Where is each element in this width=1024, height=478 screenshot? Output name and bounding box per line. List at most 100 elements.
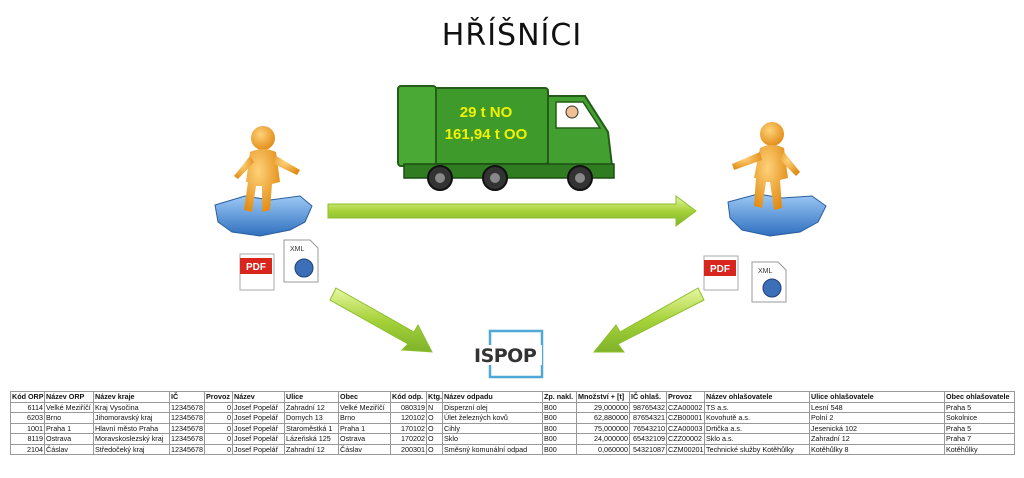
table-cell: Josef Popelář xyxy=(232,422,285,434)
table-cell: Technické služby Kotěhůlky xyxy=(704,443,810,455)
table-cell: B00 xyxy=(542,412,577,424)
table-cell: B00 xyxy=(542,443,577,455)
right-xml-icon: XML xyxy=(751,261,787,303)
table-cell: TS a.s. xyxy=(704,401,810,413)
table-cell: Polní 2 xyxy=(809,412,945,424)
table-cell: Josef Popelář xyxy=(232,433,285,445)
table-cell: B00 xyxy=(542,401,577,413)
table-cell: B00 xyxy=(542,422,577,434)
table-cell: Praha 5 xyxy=(944,422,1015,434)
table-cell: 0,060000 xyxy=(576,443,630,455)
table-cell: 120102 xyxy=(390,412,427,424)
table-cell: 1001 xyxy=(10,422,45,434)
table-cell: 0 xyxy=(204,433,233,445)
table-cell: Zahradní 12 xyxy=(809,433,945,445)
table-cell: Kovohutě a.s. xyxy=(704,412,810,424)
table-cell: Ostrava xyxy=(338,433,391,445)
table-cell: Zahradní 12 xyxy=(284,401,339,413)
table-cell: 8119 xyxy=(10,433,45,445)
diagram-scene: 29 t NO 161,94 t OO PDF XML PDF XML xyxy=(214,85,827,379)
table-cell: Zahradní 12 xyxy=(284,443,339,455)
table-cell: Velké Meziříčí xyxy=(338,401,391,413)
table-cell: Praha 1 xyxy=(44,422,94,434)
table-cell: Kotěhůlky xyxy=(944,443,1015,455)
table-cell: 54321087 xyxy=(629,443,667,455)
table-header-cell: Kód ORP xyxy=(10,391,45,403)
table-cell: Lázeňská 125 xyxy=(284,433,339,445)
truck-text-line2: 161,94 t OO xyxy=(445,126,528,143)
table-cell: Sklo xyxy=(442,433,543,445)
table-cell: Velké Meziříčí xyxy=(44,401,94,413)
table-header-cell: Provoz xyxy=(204,391,233,403)
table-cell: 0 xyxy=(204,422,233,434)
ispop-label: ISPOP xyxy=(474,345,537,367)
table-cell: 2104 xyxy=(10,443,45,455)
table-header-cell: Obec xyxy=(338,391,391,403)
table-cell: 0 xyxy=(204,443,233,455)
right-pdf-icon: PDF xyxy=(703,255,739,291)
table-cell: Praha 5 xyxy=(944,401,1015,413)
left-person-icon xyxy=(214,126,313,237)
table-header-cell: Kód odp. xyxy=(390,391,427,403)
table-cell: 98765432 xyxy=(629,401,667,413)
xml-label: XML xyxy=(758,268,773,275)
table-cell: 62,880000 xyxy=(576,412,630,424)
table-cell: 080319 xyxy=(390,401,427,413)
table-cell: Praha 7 xyxy=(944,433,1015,445)
table-cell: 29,000000 xyxy=(576,401,630,413)
table-cell: 170102 xyxy=(390,422,427,434)
table-cell: Kraj Vysočina xyxy=(93,401,170,413)
pdf-label: PDF xyxy=(246,262,266,273)
table-cell: B00 xyxy=(542,433,577,445)
table-cell: Jihomoravský kraj xyxy=(93,412,170,424)
table-cell: Drtička a.s. xyxy=(704,422,810,434)
table-cell: Praha 1 xyxy=(338,422,391,434)
table-header-cell: Ulice xyxy=(284,391,339,403)
table-header-cell: Obec ohlašovatele xyxy=(944,391,1015,403)
table-cell: 12345678 xyxy=(169,443,205,455)
table-cell: Ostrava xyxy=(44,433,94,445)
arrow-down-left-icon xyxy=(592,287,705,353)
table-cell: Josef Popelář xyxy=(232,401,285,413)
table-header-cell: Název ORP xyxy=(44,391,94,403)
truck-text-line1: 29 t NO xyxy=(460,104,513,121)
table-cell: CZA00002 xyxy=(666,401,705,413)
table-cell: 6203 xyxy=(10,412,45,424)
table-cell: Hlavní město Praha xyxy=(93,422,170,434)
garbage-truck-icon: 29 t NO 161,94 t OO xyxy=(397,85,615,191)
pdf-label: PDF xyxy=(710,264,730,275)
table-cell: Josef Popelář xyxy=(232,412,285,424)
table-cell: Sklo a.s. xyxy=(704,433,810,445)
left-pdf-icon: PDF xyxy=(239,253,275,291)
table-cell: O xyxy=(426,443,443,455)
table-header-cell: Název ohlašovatele xyxy=(704,391,810,403)
table-cell: 6114 xyxy=(10,401,45,413)
arrow-right-icon xyxy=(327,195,697,227)
table-cell: Brno xyxy=(44,412,94,424)
table-cell: Kotěhůlky 8 xyxy=(809,443,945,455)
table-cell: Dornych 13 xyxy=(284,412,339,424)
table-header-cell: Množství + [t] xyxy=(576,391,630,403)
table-cell: 65432109 xyxy=(629,433,667,445)
ispop-logo: ISPOP xyxy=(472,329,544,379)
table-header-cell: Název xyxy=(232,391,285,403)
page-title: HŘÍŠNÍCI xyxy=(441,18,583,53)
table-cell: CZB00001 xyxy=(666,412,705,424)
table-cell: 12345678 xyxy=(169,412,205,424)
arrow-down-right-icon xyxy=(329,287,433,353)
xml-label: XML xyxy=(290,246,305,253)
table-cell: Čáslav xyxy=(338,443,391,455)
table-cell: Jesenická 102 xyxy=(809,422,945,434)
table-cell: Úlet železných kovů xyxy=(442,412,543,424)
table-header-cell: Ulice ohlašovatele xyxy=(809,391,945,403)
table-header-cell: IČ ohlaš. xyxy=(629,391,667,403)
left-xml-icon: XML xyxy=(283,239,319,283)
table-cell: 76543210 xyxy=(629,422,667,434)
table-cell: 0 xyxy=(204,401,233,413)
table-header-cell: Ktg. xyxy=(426,391,443,403)
